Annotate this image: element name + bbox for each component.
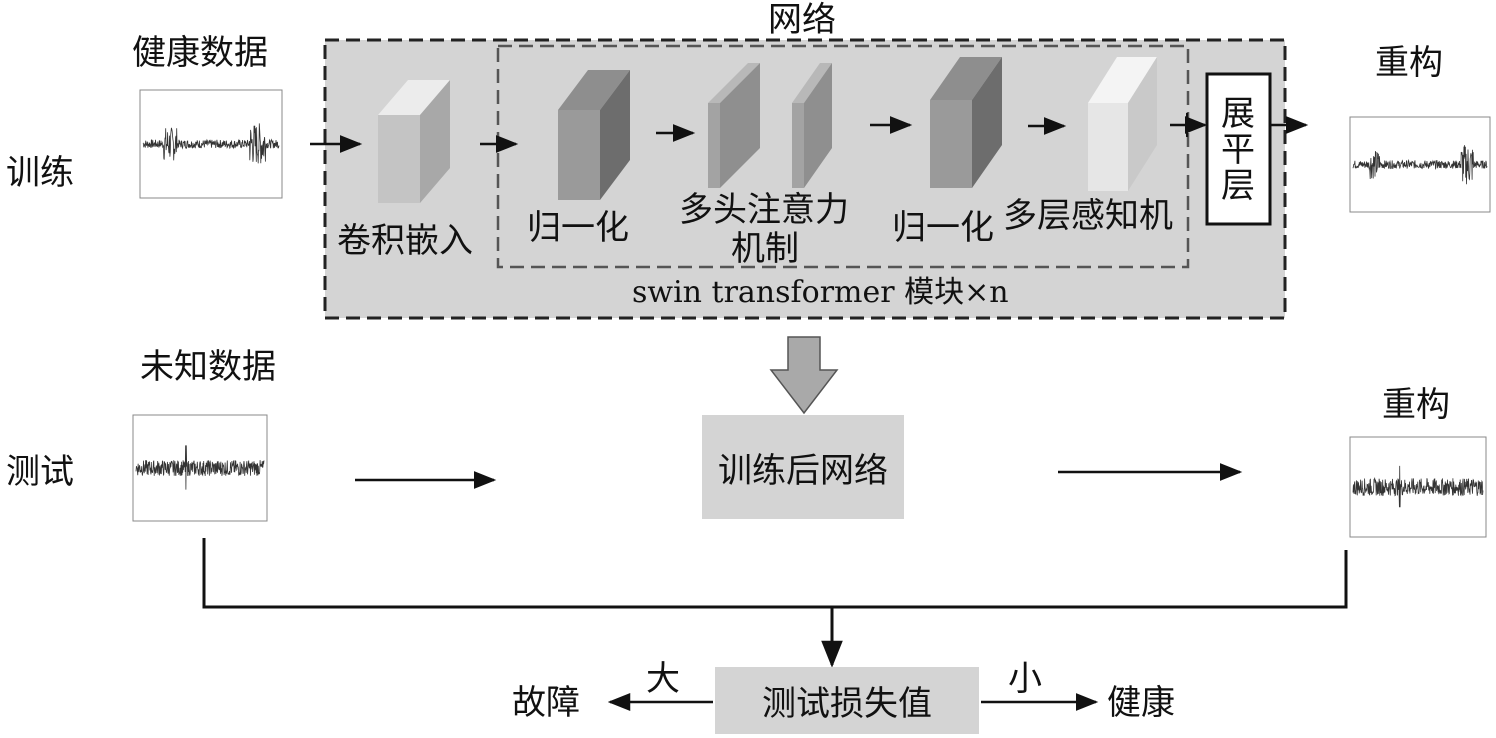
conv-embed-block	[378, 80, 450, 203]
norm2-block	[930, 57, 1002, 188]
unknown-signal-thumbnail	[132, 414, 268, 522]
test-loss-box	[715, 667, 979, 734]
healthy-signal-thumbnail	[139, 89, 283, 199]
trained-network-box	[702, 415, 904, 519]
norm2-label: 归一化	[892, 208, 994, 248]
flatten-label: 展平层	[1221, 94, 1255, 206]
healthy-data-title: 健康数据	[132, 33, 268, 73]
healthy-label: 健康	[1107, 683, 1175, 723]
testing-reconstruction-thumbnail	[1349, 436, 1487, 538]
norm1-block	[558, 70, 630, 200]
combine-line	[202, 538, 1348, 609]
swin-block-label: swin transformer 模块×n	[632, 275, 1009, 310]
mlp-block	[1088, 57, 1157, 191]
attention-block-b	[792, 63, 832, 188]
attention-label-line1: 多头注意力	[679, 190, 849, 230]
norm1-label: 归一化	[527, 208, 629, 248]
large-label: 大	[646, 659, 680, 699]
conv-embed-label: 卷积嵌入	[337, 221, 473, 261]
attention-label-line2: 机制	[731, 229, 799, 269]
network-title: 网络	[768, 0, 836, 40]
test-loss-label: 测试损失值	[762, 684, 932, 724]
testing-reconstruction-title: 重构	[1382, 385, 1450, 425]
big-down-arrow	[769, 336, 839, 415]
unknown-data-title: 未知数据	[140, 347, 276, 387]
swin-block-box	[496, 44, 1190, 269]
flatten-layer-box	[1205, 72, 1272, 226]
mlp-label: 多层感知机	[1003, 196, 1173, 236]
small-label: 小	[1008, 659, 1042, 699]
training-reconstruction-thumbnail	[1349, 116, 1491, 213]
training-reconstruction-title: 重构	[1375, 43, 1443, 83]
training-row-label: 训练	[6, 153, 74, 193]
fault-label: 故障	[512, 683, 580, 723]
trained-network-label: 训练后网络	[718, 450, 888, 491]
testing-row-label: 测试	[6, 452, 74, 492]
attention-block-a	[708, 63, 760, 188]
